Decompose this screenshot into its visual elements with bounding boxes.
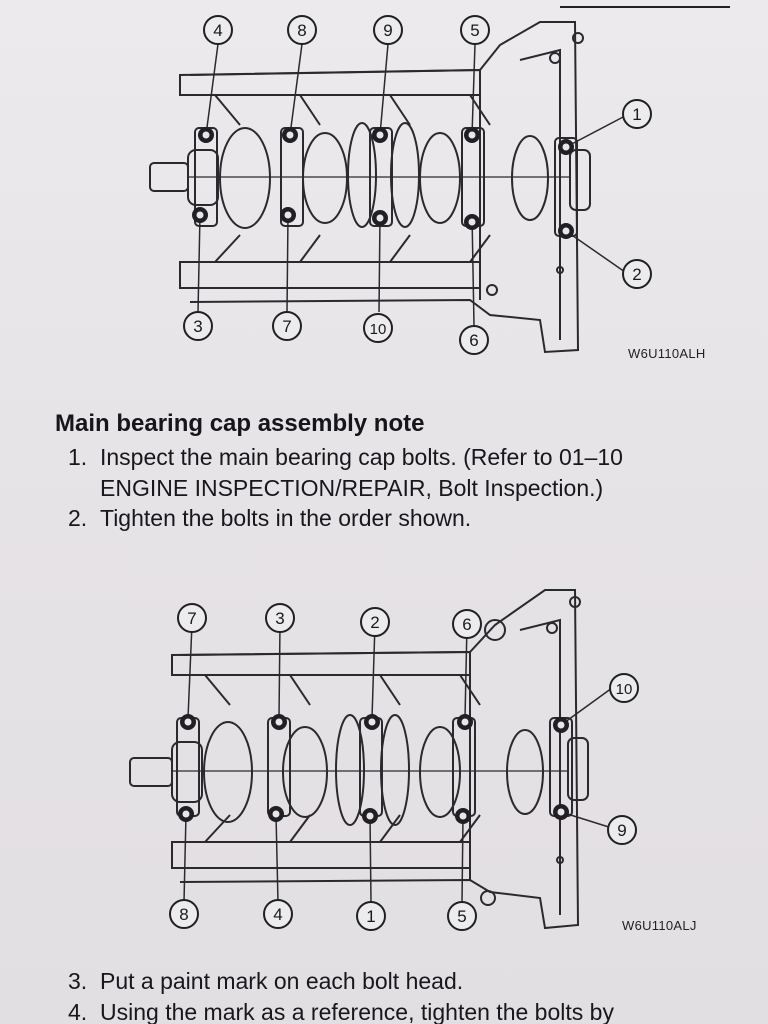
diagram-2-svg: 7 3 2 6 10 9 8 4 1 5	[129, 589, 639, 931]
callout-number: 2	[632, 265, 641, 284]
step-number: 1.	[68, 444, 88, 470]
lower-rail	[171, 841, 471, 869]
step-item: 3. Put a paint mark on each bolt head.	[68, 966, 700, 997]
assembly-steps-continued: 3. Put a paint mark on each bolt head. 4…	[68, 966, 700, 1024]
block-outline	[179, 589, 580, 930]
callout-number: 4	[273, 905, 282, 924]
upper-rail	[171, 650, 471, 676]
callout-number: 10	[370, 321, 387, 338]
crank-nose	[149, 162, 189, 192]
callout-number: 4	[213, 21, 222, 40]
callout-number: 3	[275, 609, 284, 628]
page-top-rule	[560, 6, 730, 8]
diagram-1-svg: 4 8 9 5 1 2 3 7 10 6	[149, 15, 652, 355]
callout-number: 6	[469, 331, 478, 350]
step-item: 4. Using the mark as a reference, tighte…	[68, 997, 700, 1024]
step-item: 1. Inspect the main bearing cap bolts. (…	[68, 442, 700, 503]
step-item: 2. Tighten the bolts in the order shown.	[68, 503, 700, 534]
callout-number: 7	[282, 317, 291, 336]
callout-number: 5	[470, 21, 479, 40]
engine-block-diagram-2: 7 3 2 6 10 9 8 4 1 5	[0, 580, 768, 945]
block-outline	[189, 21, 580, 354]
step-text: Inspect the main bearing cap bolts. (Ref…	[100, 444, 623, 501]
callout-number: 9	[617, 821, 626, 840]
callout-number: 5	[457, 907, 466, 926]
figure-code-2: W6U110ALJ	[622, 918, 697, 933]
assembly-steps: 1. Inspect the main bearing cap bolts. (…	[68, 442, 700, 534]
callout-number: 9	[383, 21, 392, 40]
step-number: 3.	[68, 968, 88, 994]
callout-number: 3	[193, 317, 202, 336]
step-text: Using the mark as a reference, tighten t…	[100, 998, 614, 1024]
callout-number: 6	[462, 615, 471, 634]
callout-number: 8	[179, 905, 188, 924]
callout-number: 2	[370, 613, 379, 632]
engine-block-diagram-1: 4 8 9 5 1 2 3 7 10 6	[0, 0, 768, 365]
crank-nose	[129, 757, 173, 787]
figure-code-1: W6U110ALH	[628, 346, 706, 361]
callout-circle-icon	[203, 15, 233, 45]
step-number: 4.	[68, 998, 88, 1024]
callout-circle-icon	[177, 603, 207, 633]
section-heading: Main bearing cap assembly note	[55, 410, 425, 437]
upper-rail	[179, 68, 481, 96]
callout-number: 1	[366, 907, 375, 926]
step-text: Put a paint mark on each bolt head.	[100, 968, 464, 994]
callout-number: 8	[297, 21, 306, 40]
lower-rail	[179, 261, 481, 289]
callout-number: 7	[187, 609, 196, 628]
callout-number: 10	[616, 681, 633, 698]
step-text: Tighten the bolts in the order shown.	[100, 505, 472, 532]
step-number: 2.	[68, 505, 88, 532]
callout-number: 1	[632, 105, 641, 124]
counterweight	[219, 127, 271, 229]
counterweight	[203, 721, 253, 823]
